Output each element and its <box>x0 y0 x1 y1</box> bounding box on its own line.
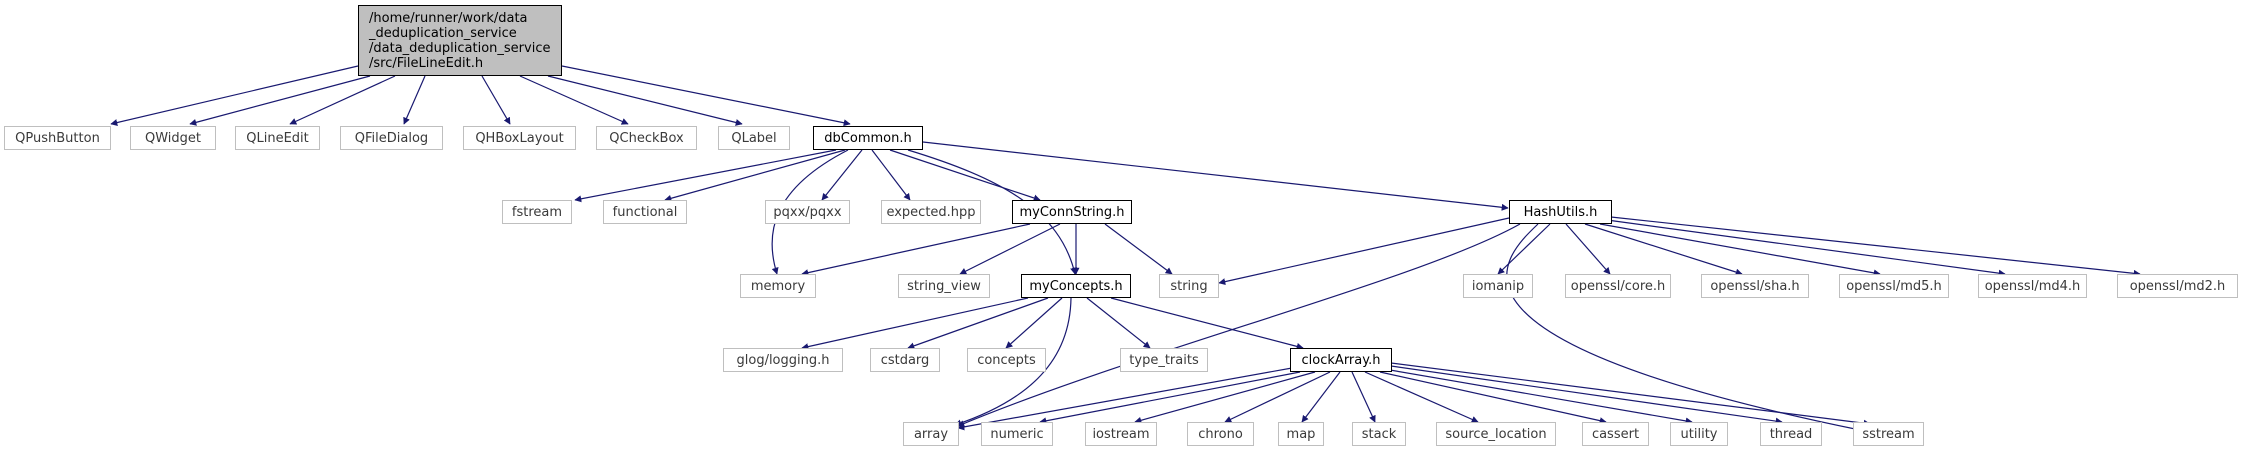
dependency-edge <box>1389 369 1693 425</box>
dependency-edge <box>561 65 851 127</box>
dependency-edge <box>954 297 1072 427</box>
dependency-edge <box>403 75 426 125</box>
dependency-edge <box>1351 371 1376 423</box>
dependency-edge <box>574 149 837 203</box>
dependency-edge <box>1218 217 1510 286</box>
node-type-traits[interactable]: type_traits <box>1120 348 1208 372</box>
root-path-line-1: /home/runner/work/data <box>369 10 528 26</box>
dependency-edge <box>907 149 1077 275</box>
node-map[interactable]: map <box>1278 422 1324 446</box>
dependency-edge <box>957 223 1521 427</box>
dependency-edge <box>664 149 846 202</box>
node-thread[interactable]: thread <box>1760 422 1822 446</box>
dependency-edge <box>922 141 1509 211</box>
node-memory[interactable]: memory <box>740 274 816 298</box>
node-cstdarg[interactable]: cstdarg <box>870 348 940 372</box>
root-path-line-2: _deduplication_service <box>369 25 517 41</box>
node-concepts[interactable]: concepts <box>967 348 1046 372</box>
node-cassert[interactable]: cassert <box>1582 422 1649 446</box>
dependency-edge <box>801 223 1031 277</box>
node-qcheckbox[interactable]: QCheckBox <box>596 126 697 150</box>
dependency-edge <box>519 75 629 125</box>
node-openssl-sha-h[interactable]: openssl/sha.h <box>1701 274 1809 298</box>
node-stack[interactable]: stack <box>1352 422 1406 446</box>
root-path-line-3: /data_deduplication_service <box>369 40 551 56</box>
dependency-edge <box>821 149 863 201</box>
dependency-edge <box>1506 223 1861 433</box>
dependency-edge <box>871 149 911 201</box>
node-filelineedit-h[interactable]: /home/runner/work/data _deduplication_se… <box>358 5 562 76</box>
root-path-line-4: /src/FileLineEdit.h <box>369 55 484 71</box>
dependency-edge <box>289 75 396 125</box>
node-myconnstring-h[interactable]: myConnString.h <box>1012 200 1132 224</box>
node-chrono[interactable]: chrono <box>1187 422 1254 446</box>
node-qwidget[interactable]: QWidget <box>130 126 216 150</box>
dependency-edge <box>110 65 359 126</box>
dependency-edge <box>481 75 511 125</box>
dependency-edge <box>1390 362 1871 427</box>
node-qpushbutton[interactable]: QPushButton <box>4 126 111 150</box>
node-qfiledialog[interactable]: QFileDialog <box>340 126 443 150</box>
node-string-view[interactable]: string_view <box>898 274 990 298</box>
node-dbcommon-h[interactable]: dbCommon.h <box>813 126 923 150</box>
node-qlabel[interactable]: QLabel <box>718 126 790 150</box>
dependency-edge <box>907 297 1049 350</box>
dependency-edge <box>1134 371 1316 424</box>
node-openssl-md5-h[interactable]: openssl/md5.h <box>1839 274 1949 298</box>
node-openssl-md2-h[interactable]: openssl/md2.h <box>2117 274 2238 298</box>
node-sstream[interactable]: sstream <box>1853 422 1924 446</box>
node-myconcepts-h[interactable]: myConcepts.h <box>1021 274 1131 298</box>
node-functional[interactable]: functional <box>603 200 687 224</box>
dependency-edge <box>801 297 1029 351</box>
dependency-edge <box>1497 223 1551 275</box>
edges <box>110 65 2141 433</box>
dependency-edge <box>1610 216 2141 277</box>
dependency-edge <box>889 149 1041 202</box>
dependency-edge <box>1104 223 1173 275</box>
dependency-edge <box>1390 365 1783 425</box>
node-glog-logging-h[interactable]: glog/logging.h <box>723 348 843 372</box>
dependency-edge <box>1584 223 1743 276</box>
node-source-location[interactable]: source_location <box>1436 422 1556 446</box>
dependency-edge <box>1364 371 1479 423</box>
dependency-edge <box>957 367 1293 431</box>
node-string[interactable]: string <box>1159 274 1219 298</box>
dependency-edge <box>1086 297 1151 349</box>
dependency-edge <box>1565 223 1611 275</box>
dependency-edge <box>547 75 743 126</box>
node-pqxx[interactable]: pqxx/pqxx <box>765 200 850 224</box>
node-clockarray-h[interactable]: clockArray.h <box>1290 348 1392 372</box>
dependency-edge <box>1379 371 1607 425</box>
node-iostream[interactable]: iostream <box>1085 422 1157 446</box>
dependency-edge <box>1606 219 2006 277</box>
node-hashutils-h[interactable]: HashUtils.h <box>1509 200 1612 224</box>
node-iomanip[interactable]: iomanip <box>1463 274 1533 298</box>
dependency-edge <box>959 223 1061 275</box>
dependency-edge <box>1301 371 1341 423</box>
dependency-edge <box>189 75 371 126</box>
node-expected-hpp[interactable]: expected.hpp <box>881 200 981 224</box>
node-qlineedit[interactable]: QLineEdit <box>235 126 320 150</box>
dependency-edge <box>1224 371 1331 423</box>
node-utility[interactable]: utility <box>1670 422 1728 446</box>
node-fstream[interactable]: fstream <box>502 200 572 224</box>
dependency-edge <box>1005 297 1063 349</box>
node-openssl-md4-h[interactable]: openssl/md4.h <box>1978 274 2087 298</box>
dependency-edge <box>1039 371 1301 425</box>
dependency-edge <box>1110 297 1304 350</box>
node-openssl-core-h[interactable]: openssl/core.h <box>1565 274 1671 298</box>
node-numeric[interactable]: numeric <box>981 422 1053 446</box>
node-array[interactable]: array <box>903 422 959 446</box>
node-qhboxlayout[interactable]: QHBoxLayout <box>463 126 576 150</box>
dependency-edge <box>1599 223 1881 277</box>
